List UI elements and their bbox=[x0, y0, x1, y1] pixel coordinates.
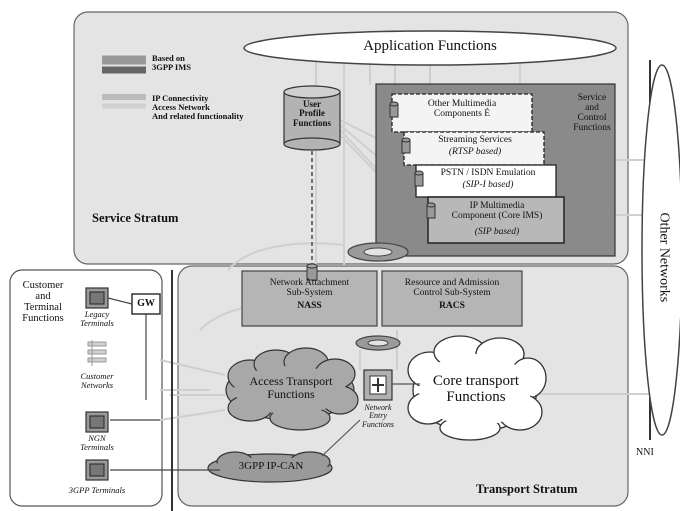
ims-sub-label: (SIP based) bbox=[474, 227, 520, 237]
nni-label: NNI bbox=[636, 447, 654, 458]
other-multimedia-label: Other Multimedia Components É bbox=[427, 99, 497, 119]
streaming-box bbox=[403, 131, 545, 166]
streaming-label: Streaming Services bbox=[438, 135, 512, 145]
customer-panel bbox=[9, 269, 163, 507]
user-profile-label: User Profile Functions bbox=[292, 99, 331, 128]
legend-ipc-text: IP Connectivity Access Network And relat… bbox=[152, 93, 244, 121]
pstn-label: PSTN / ISDN Emulation bbox=[440, 168, 536, 178]
nass-cylinder bbox=[306, 263, 318, 281]
other-multimedia-box bbox=[391, 93, 533, 133]
other-networks-label: Other Networks bbox=[656, 212, 672, 303]
ngn-terminals-label: NGN Terminals bbox=[80, 433, 114, 452]
ims-box bbox=[427, 196, 565, 244]
network-entry-label: Network Entry Functions bbox=[362, 403, 394, 429]
nass-label: Network Attachment Sub-System bbox=[269, 278, 350, 298]
racs-abbr: RACS bbox=[439, 301, 465, 311]
3gpp-terminals-label: 3GPP Terminals bbox=[68, 485, 126, 495]
user-profile-cylinder bbox=[283, 85, 341, 151]
legend-ims-line bbox=[102, 55, 146, 74]
streaming-sub-label: (RTSP based) bbox=[448, 147, 502, 157]
service-stratum-title: Service Stratum bbox=[92, 211, 179, 225]
racs-label: Resource and Admission Control Sub-Syste… bbox=[404, 278, 500, 298]
legend-ims-text: Based on 3GPP IMS bbox=[152, 53, 191, 72]
application-functions-label: Application Functions bbox=[363, 38, 497, 54]
ims-label: IP Multimedia Component (Core IMS) bbox=[451, 201, 543, 221]
legend-ipc-line bbox=[102, 94, 146, 109]
component-cylinders bbox=[389, 101, 436, 219]
customer-title: Customer and Terminal Functions bbox=[22, 280, 64, 325]
application-functions-ellipse bbox=[243, 30, 617, 66]
customer-wiring bbox=[107, 297, 220, 471]
service-control-label: Service and Control Functions bbox=[573, 93, 611, 133]
customer-networks-label: Customer Networks bbox=[80, 371, 114, 390]
pstn-sub-label: (SIP-I based) bbox=[462, 180, 514, 190]
core-transport-label: Core transport Functions bbox=[432, 373, 520, 405]
pstn-box bbox=[415, 164, 557, 198]
access-transport-label: Access Transport Functions bbox=[249, 374, 333, 401]
nass-abbr: NASS bbox=[297, 301, 322, 311]
customer-networks-icon bbox=[87, 340, 107, 366]
ipcan-cloud bbox=[207, 451, 333, 483]
transport-stratum-title: Transport Stratum bbox=[476, 482, 578, 496]
core-transport-cloud bbox=[407, 335, 547, 441]
ipcan-label: 3GPP IP-CAN bbox=[238, 460, 304, 472]
gw-label: GW bbox=[137, 298, 155, 309]
other-networks-ellipse bbox=[641, 64, 680, 436]
access-transport-cloud bbox=[225, 347, 359, 431]
network-entry-device bbox=[363, 369, 393, 401]
terminal-icons bbox=[85, 287, 161, 481]
racs-box bbox=[381, 270, 523, 327]
legacy-terminals-label: Legacy Terminals bbox=[80, 309, 114, 328]
